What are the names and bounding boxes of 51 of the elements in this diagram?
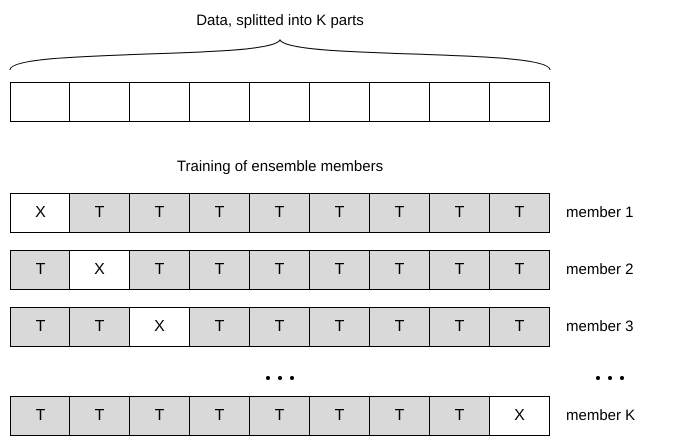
data-part-box: [249, 82, 310, 122]
training-cell: T: [189, 193, 250, 233]
training-cell: T: [369, 193, 430, 233]
member-label: member K: [566, 407, 636, 424]
training-cell: T: [69, 307, 130, 347]
held-out-cell: X: [69, 250, 130, 290]
member-label: member 2: [566, 261, 634, 278]
member-label: member 1: [566, 204, 634, 221]
training-cell: T: [189, 307, 250, 347]
data-part-box: [10, 82, 71, 122]
training-cell: T: [309, 193, 370, 233]
data-part-box: [129, 82, 190, 122]
member-label: member 3: [566, 318, 634, 335]
training-cell: T: [10, 307, 71, 347]
training-cell: T: [489, 193, 550, 233]
training-cell: T: [10, 250, 71, 290]
training-cell: T: [369, 307, 430, 347]
data-part-box: [309, 82, 370, 122]
training-cell: T: [69, 396, 130, 436]
training-cell: T: [309, 396, 370, 436]
training-cell: T: [129, 193, 190, 233]
training-cell: T: [249, 396, 310, 436]
data-part-box: [369, 82, 430, 122]
training-cell: T: [309, 307, 370, 347]
data-part-box: [429, 82, 490, 122]
data-part-box: [189, 82, 250, 122]
training-cell: T: [10, 396, 71, 436]
held-out-cell: X: [489, 396, 550, 436]
training-cell: T: [249, 250, 310, 290]
held-out-cell: X: [10, 193, 71, 233]
data-part-box: [489, 82, 550, 122]
heading-label: Data, splitted into K parts: [196, 12, 364, 29]
training-cell: T: [309, 250, 370, 290]
training-cell: T: [249, 307, 310, 347]
training-cell: T: [489, 307, 550, 347]
training-cell: T: [129, 396, 190, 436]
training-cell: T: [429, 396, 490, 436]
held-out-cell: X: [129, 307, 190, 347]
data-part-box: [69, 82, 130, 122]
training-cell: T: [429, 307, 490, 347]
training-cell: T: [369, 396, 430, 436]
training-cell: T: [69, 193, 130, 233]
training-cell: T: [189, 250, 250, 290]
training-cell: T: [429, 250, 490, 290]
training-cell: T: [129, 250, 190, 290]
training-cell: T: [249, 193, 310, 233]
training-cell: T: [189, 396, 250, 436]
training-cell: T: [489, 250, 550, 290]
training-cell: T: [369, 250, 430, 290]
training-cell: T: [429, 193, 490, 233]
section-label: Training of ensemble members: [176, 158, 384, 175]
